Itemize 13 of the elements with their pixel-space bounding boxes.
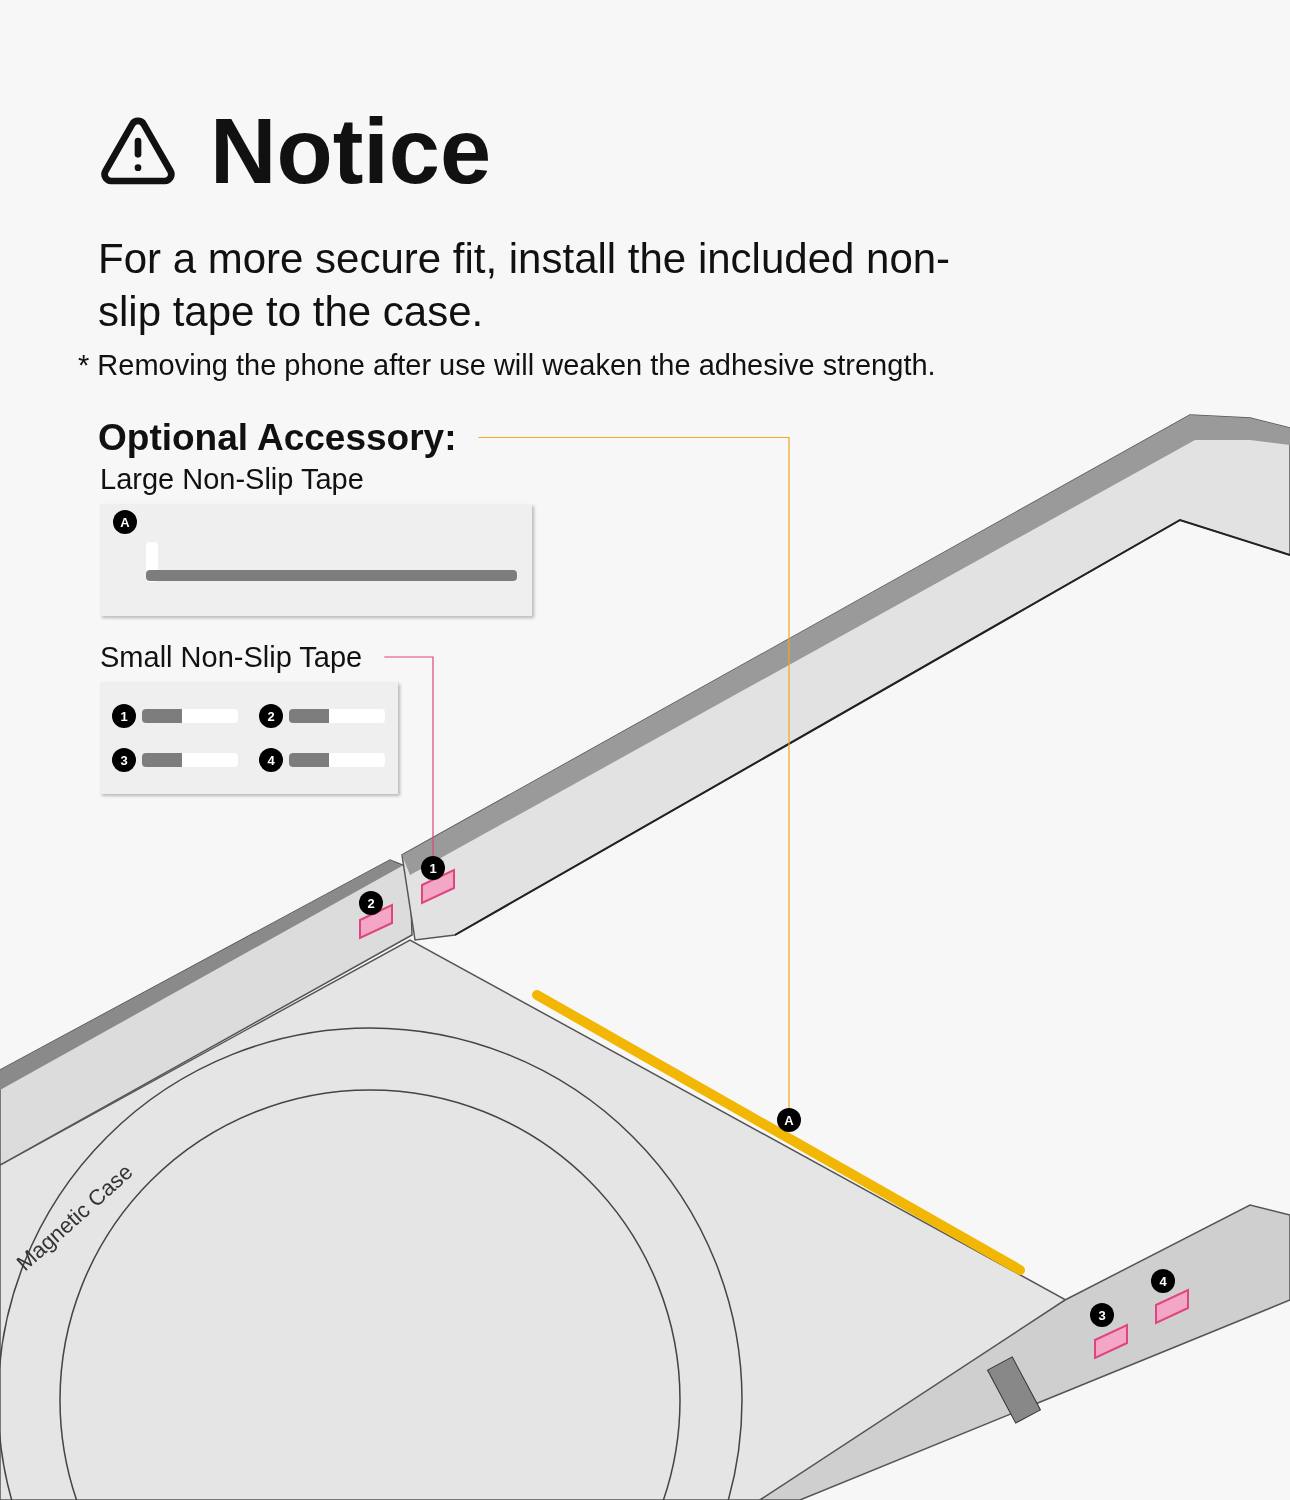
callout-number: 2 (259, 704, 283, 728)
callout-number: 4 (259, 748, 283, 772)
leader-line (477, 436, 790, 1109)
callout-number: A (113, 510, 137, 534)
card-heading: Small Non-Slip Tape (100, 640, 363, 675)
callout-number: 1 (112, 704, 136, 728)
callout-number: 3 (112, 748, 136, 772)
title: Notice (210, 105, 492, 197)
description-text: For a more secure fit, install the included non-slip tape to the case. (98, 234, 952, 337)
callout-number: A (777, 1108, 801, 1132)
footnote-text: * Removing the phone after use will weaken the adhesive strength. (78, 348, 936, 383)
card-heading: Large Non-Slip Tape (100, 462, 364, 497)
section-heading: Optional Accessory: (98, 417, 457, 458)
